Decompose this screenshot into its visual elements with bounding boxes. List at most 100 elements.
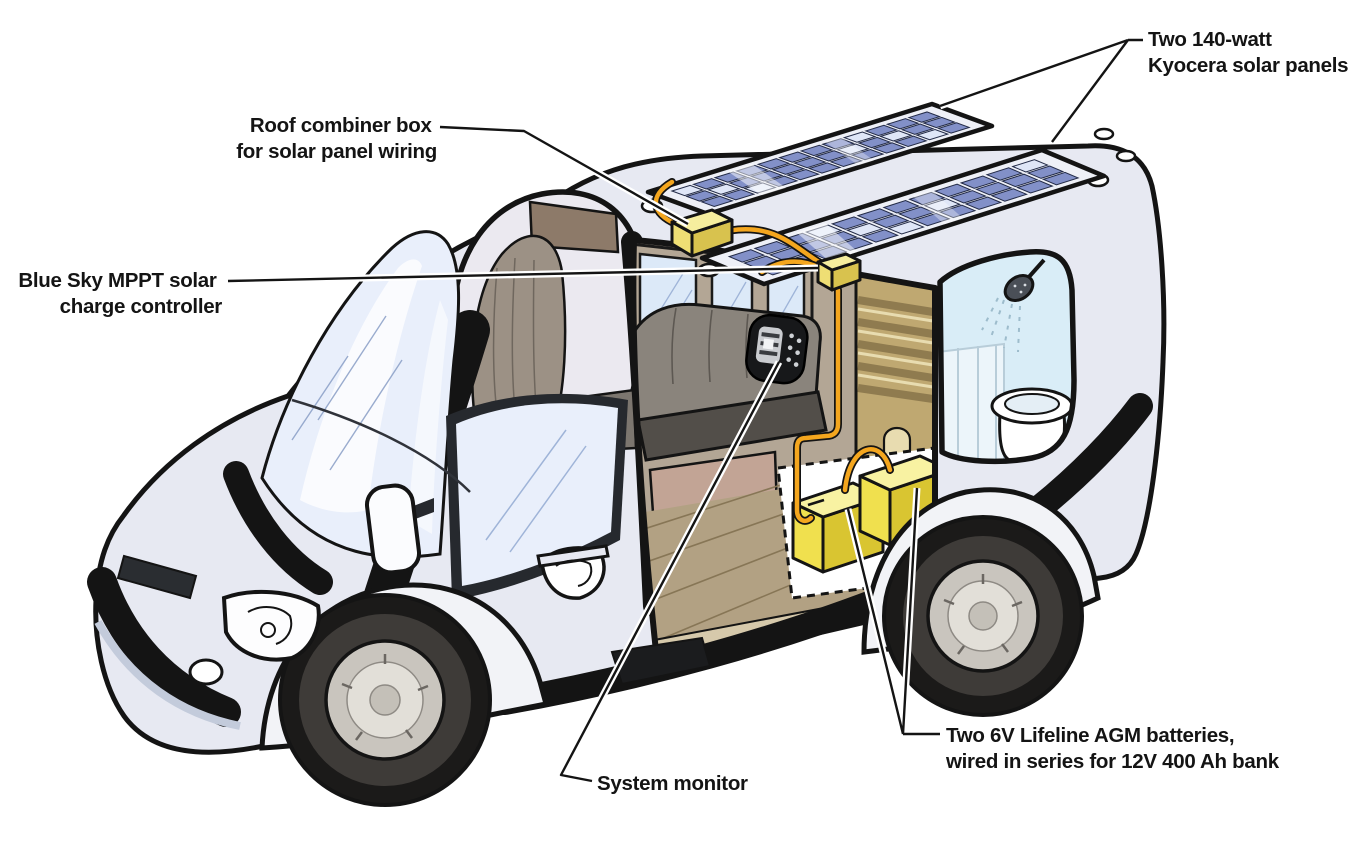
cab-wall-panel — [528, 200, 620, 254]
solar-cell — [857, 136, 892, 149]
solar-cell — [879, 130, 913, 142]
charge-controller-box — [816, 252, 862, 292]
solar-cell — [856, 208, 895, 222]
solar-cell — [959, 175, 998, 189]
solar-panel-glare — [912, 189, 964, 225]
solar-cell — [799, 144, 834, 157]
solar-cell — [871, 214, 910, 229]
solar-cell — [778, 151, 812, 163]
roof-solar-panels — [640, 101, 1137, 287]
solar-cell — [885, 118, 920, 130]
bathroom-cutaway-border — [937, 249, 1077, 465]
solar-cell — [786, 169, 821, 181]
solar-cell — [700, 195, 734, 208]
solar-cell — [949, 190, 987, 204]
label-charge-controller: Blue Sky MPPT solar charge controller — [18, 269, 222, 318]
label-batteries: Two 6V Lifeline AGM batteries, wired in … — [945, 724, 1280, 773]
side-mirror — [364, 483, 434, 575]
windshield — [260, 230, 461, 559]
solar-cell — [814, 150, 849, 162]
solar-cell — [907, 111, 942, 123]
solar-cell — [850, 148, 885, 161]
solar-cell — [915, 128, 950, 141]
entry-step — [610, 636, 712, 686]
solar-cell — [821, 138, 856, 150]
solar-cell — [912, 212, 951, 227]
solar-cell — [830, 216, 869, 230]
leader-combiner-box — [439, 123, 690, 228]
system-monitor-buttons[interactable] — [786, 333, 802, 367]
solar-cell — [936, 122, 971, 134]
solar-cell — [842, 131, 877, 143]
bathroom-cutaway — [940, 251, 1074, 462]
leader-charge-controller — [227, 264, 819, 285]
solar-cell — [922, 116, 956, 129]
door-handle[interactable] — [536, 544, 610, 600]
cowl-trim — [223, 461, 333, 595]
door-window-reflections — [485, 429, 587, 553]
hood-seam — [291, 398, 471, 493]
solar-cell — [1016, 180, 1054, 194]
solar-cell — [964, 196, 1003, 210]
solar-panel-glare — [824, 136, 874, 166]
label-solar-panels: Two 140-watt Kyocera solar panels — [1148, 28, 1348, 77]
label-system-monitor: System monitor — [597, 772, 748, 795]
solar-cell — [691, 178, 726, 190]
front-bumper-stripe — [87, 567, 241, 727]
solar-cell — [882, 200, 921, 214]
solar-cell — [792, 156, 827, 169]
rear-wheel[interactable] — [882, 515, 1084, 717]
bumper-trim — [94, 620, 241, 730]
shower-head-icon — [981, 258, 1046, 353]
solar-cell — [753, 240, 792, 255]
wardrobe-cabinet — [854, 270, 935, 472]
solar-cell — [1000, 173, 1039, 188]
solar-cell — [756, 158, 791, 170]
solar-cell — [897, 206, 936, 220]
solar-cell — [933, 183, 972, 198]
solar-panel-glare — [796, 223, 858, 262]
solar-cell — [706, 183, 741, 195]
solar-cell — [990, 188, 1028, 202]
solar-cell — [1011, 159, 1049, 173]
solar-cell — [893, 135, 928, 147]
solar-cell — [685, 190, 720, 202]
solar-panel-rear — [645, 101, 995, 217]
solar-cell — [829, 155, 864, 167]
roof-combiner-box — [670, 208, 734, 258]
solar-cell — [721, 189, 756, 201]
solar-cell — [872, 142, 907, 154]
grille-slot — [116, 554, 198, 600]
solar-cell — [727, 249, 766, 263]
solar-cell — [938, 204, 977, 219]
solar-cell — [985, 167, 1024, 181]
leader-system-monitor — [557, 360, 783, 785]
solar-panel-glare — [727, 163, 786, 196]
leader-batteries — [844, 487, 940, 738]
solar-cell — [1026, 165, 1065, 179]
solar-cell — [887, 221, 925, 235]
solar-cell — [1041, 171, 1080, 186]
shower-spray — [981, 297, 1021, 353]
solar-cell — [771, 163, 806, 175]
label-combiner-box: Roof combiner box for solar panel wiring — [236, 114, 437, 163]
solar-cell — [861, 229, 900, 243]
solar-cell — [835, 143, 870, 155]
solar-cell — [864, 124, 899, 137]
front-wheel[interactable] — [278, 593, 492, 807]
fog-light — [188, 658, 224, 686]
battery-jumper-wire — [841, 445, 894, 494]
leader-solar-panels — [938, 36, 1143, 145]
solar-cell — [923, 198, 962, 212]
solar-cell — [900, 123, 935, 135]
solar-cell — [975, 181, 1013, 196]
solar-cell — [908, 191, 946, 206]
solar-cell — [807, 162, 842, 174]
door-window — [446, 393, 628, 600]
windshield-reflections — [291, 259, 448, 534]
solar-cell — [846, 222, 884, 237]
solar-cell — [670, 184, 705, 197]
system-monitor — [745, 313, 809, 385]
